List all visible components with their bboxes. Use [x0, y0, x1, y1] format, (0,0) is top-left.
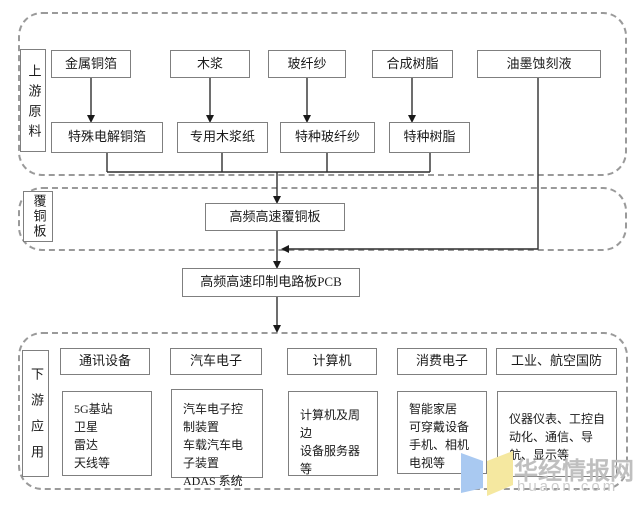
list-computers: 计算机及周边 设备服务器等	[288, 391, 378, 476]
watermark-site-name: 华经情报网	[514, 458, 634, 485]
downstream-section-container	[18, 332, 628, 490]
list-automotive-electronics: 汽车电子控制装置 车载汽车电子装置 ADAS 系统	[171, 389, 263, 488]
ccl-section-label: 覆铜板	[23, 191, 53, 242]
node-high-freq-ccl: 高频高速覆铜板	[205, 203, 345, 231]
node-metal-copper-foil: 金属铜箔	[51, 50, 131, 78]
node-special-electrolytic-copper-foil: 特殊电解铜箔	[51, 122, 163, 153]
upstream-section-label: 上游原料	[20, 49, 46, 152]
node-synthetic-resin: 合成树脂	[372, 50, 453, 78]
downstream-section-label: 下游应用	[22, 350, 49, 477]
node-special-pulp-paper: 专用木浆纸	[177, 122, 268, 153]
header-industrial-aerospace-defense: 工业、航空国防	[496, 348, 617, 375]
list-communication-equipment: 5G基站 卫星 雷达 天线等	[62, 391, 152, 476]
node-special-glass-fiber-yarn: 特种玻纤纱	[280, 122, 375, 153]
header-communication-equipment: 通讯设备	[60, 348, 150, 375]
list-industrial-aerospace-defense: 仪器仪表、工控自动化、通信、导航、显示等	[497, 391, 617, 477]
node-ink-etchant: 油墨蚀刻液	[477, 50, 601, 78]
header-computers: 计算机	[287, 348, 377, 375]
node-glass-fiber-yarn: 玻纤纱	[268, 50, 346, 78]
list-consumer-electronics: 智能家居 可穿戴设备 手机、相机 电视等	[397, 391, 487, 474]
header-automotive-electronics: 汽车电子	[170, 348, 262, 375]
node-wood-pulp: 木浆	[170, 50, 250, 78]
watermark-site-domain: huaon.com	[517, 478, 619, 495]
node-high-freq-pcb: 高频高速印制电路板PCB	[182, 268, 360, 297]
header-consumer-electronics: 消费电子	[397, 348, 487, 375]
node-special-resin: 特种树脂	[389, 122, 470, 153]
